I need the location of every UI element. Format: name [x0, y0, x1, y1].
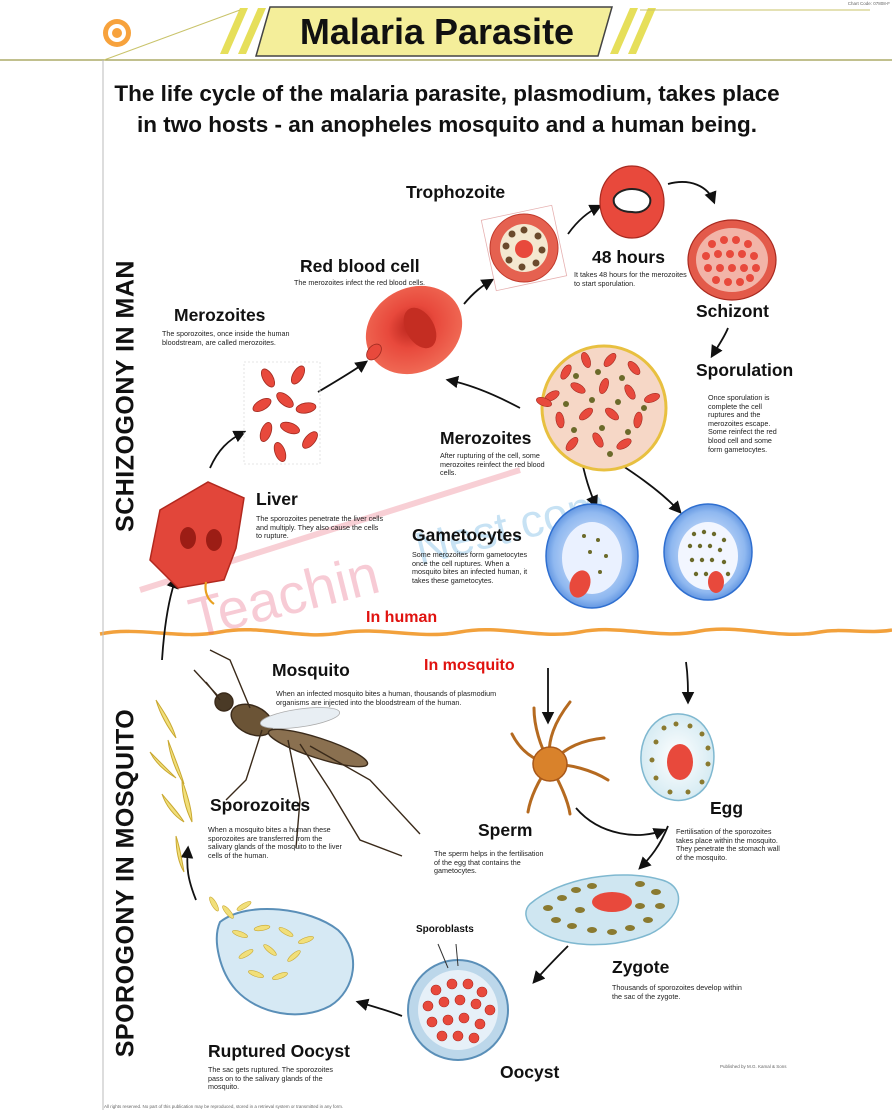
zygote-desc: Thousands of sporozoites develop within …: [612, 983, 742, 1001]
merozoites-cluster: [243, 361, 321, 465]
rights-note: All rights reserved. No part of this pub…: [104, 1104, 344, 1109]
liver-cell: [149, 481, 245, 605]
gametocyte-cell-2: [663, 503, 753, 601]
mosquito-desc: When an infected mosquito bites a human,…: [276, 689, 497, 707]
egg-desc: Fertilisation of the sporozoites takes p…: [676, 827, 780, 862]
ruptured-oocyst-label: Ruptured Oocyst: [208, 1041, 350, 1061]
red-blood-cell-label: Red blood cell: [300, 256, 420, 276]
schizont-label: Schizont: [696, 301, 769, 321]
sporozoites-cluster: [149, 699, 193, 873]
merozoites-label: Merozoites: [440, 428, 532, 448]
ring-stage-cell: [599, 165, 665, 239]
mosquito-label: Mosquito: [272, 660, 350, 680]
intro-text: The life cycle of the malaria parasite, …: [114, 81, 780, 137]
sporoblasts-label: Sporoblasts: [416, 924, 474, 935]
ruptured-oocyst: [209, 896, 355, 1016]
zygote-cell: [525, 874, 680, 946]
in-mosquito-label: In mosquito: [424, 657, 515, 674]
liver-label: Liver: [256, 489, 298, 509]
merozoites-desc: After rupturing of the cell, some merozo…: [440, 451, 545, 478]
merozoites-desc: The sporozoites, once inside the human b…: [162, 329, 290, 347]
publisher-note: Published by M.G. Kamal & Sons: [720, 1064, 787, 1069]
section-label-man: SCHIZOGONY IN MAN: [111, 260, 140, 532]
48-hours-label: 48 hours: [592, 247, 665, 267]
trophozoite-label: Trophozoite: [406, 182, 506, 202]
mosquito: [193, 649, 421, 857]
chart-code: Chart Code: 07808-F: [847, 1, 890, 6]
section-label-mosquito: SPOROGONY IN MOSQUITO: [111, 708, 140, 1058]
trophozoite-cell: [480, 204, 568, 292]
gametocytes-desc: Some merozoites form gametocytes once th…: [412, 550, 528, 585]
sperm-cell: [510, 700, 610, 816]
sporozoites-label: Sporozoites: [210, 795, 311, 815]
sporulation-cell: [536, 344, 668, 472]
oocyst-label: Oocyst: [500, 1062, 560, 1082]
ruptured-oocyst-desc: The sac gets ruptured. The sporozoites p…: [208, 1065, 333, 1092]
publisher-logo-icon: [103, 19, 131, 47]
egg-cell: [640, 713, 715, 802]
oocyst-cell: [407, 943, 509, 1061]
page-title: Malaria Parasite: [299, 11, 575, 52]
merozoites-label: Merozoites: [174, 305, 266, 325]
sporozoites-desc: When a mosquito bites a human these spor…: [208, 825, 342, 860]
liver-desc: The sporozoites penetrate the liver cell…: [256, 514, 384, 541]
header-banner: [0, 6, 892, 61]
red-blood-cell: [365, 285, 463, 375]
zygote-label: Zygote: [612, 957, 670, 977]
48-hours-desc: It takes 48 hours for the merozoites to …: [574, 270, 687, 288]
sperm-label: Sperm: [478, 820, 533, 840]
sperm-desc: The sperm helps in the fertilisation of …: [434, 849, 544, 876]
sporulation-desc: Once sporulation is complete the cell ru…: [708, 393, 777, 454]
gametocyte-cell-1: [545, 503, 639, 609]
in-human-label: In human: [366, 609, 438, 626]
cycle-arrows: [161, 181, 729, 1017]
host-divider-wave: [99, 627, 892, 637]
sporulation-label: Sporulation: [696, 360, 794, 380]
gametocytes-label: Gametocytes: [412, 525, 522, 545]
schizont-cell: [687, 219, 777, 301]
red-blood-cell-desc: The merozoites infect the red blood cell…: [294, 278, 426, 287]
egg-label: Egg: [710, 798, 744, 818]
